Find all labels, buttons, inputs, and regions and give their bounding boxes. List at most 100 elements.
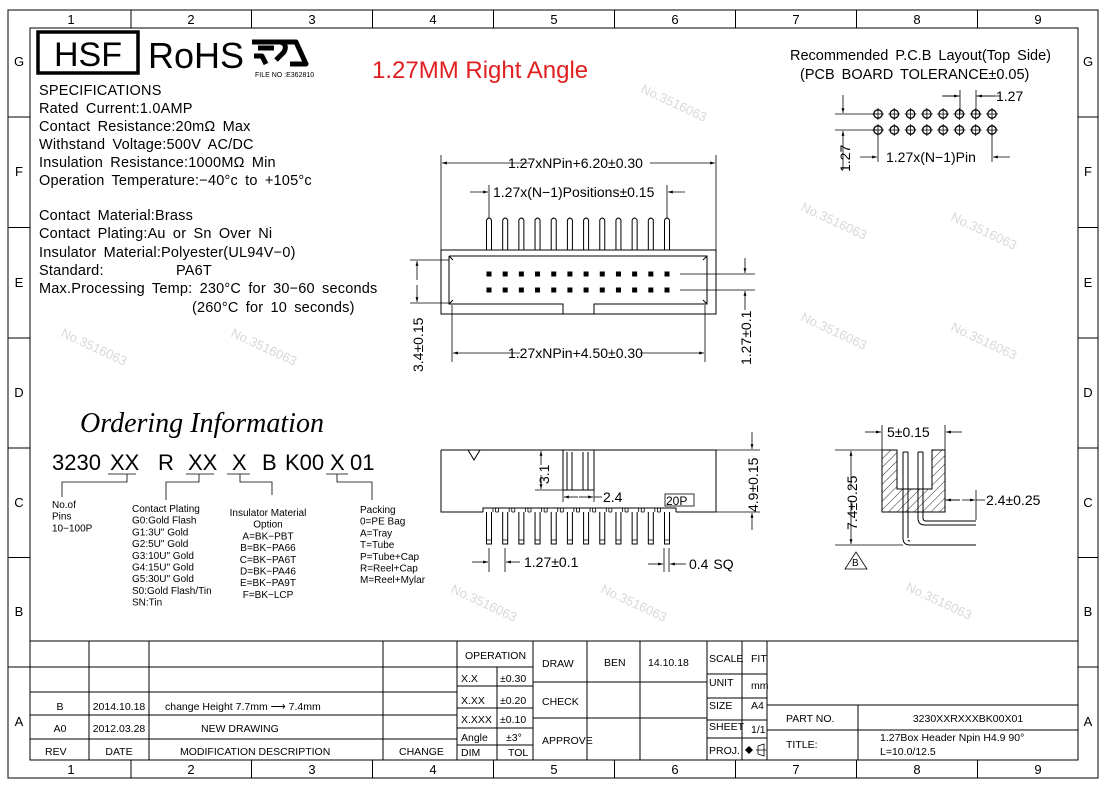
pcb-hole-crosshair [904,108,917,120]
grid-column-label-top: 2 [187,12,194,27]
code-pins: XX [110,450,140,475]
contact-pad [664,287,670,293]
top-pin [550,217,557,250]
grid-column-label-top: 8 [913,12,920,27]
contact-pad [583,287,589,293]
side-pin [647,512,654,545]
pcb-hole-crosshair [920,108,933,120]
unit-label: UNIT [709,677,734,689]
pin-offset-dimension: 2.4±0.25 [986,492,1041,508]
tolerance-value: ±0.10 [500,714,526,726]
revision-triangle-icon [844,551,868,570]
code-suffix: K00 [285,450,324,475]
side-pin [486,512,492,545]
code-end: 01 [350,450,374,475]
spec-line: Contact Material:Brass [39,208,193,224]
size-value: A4 [751,700,764,712]
standoff [622,508,629,513]
pcb-row-pitch-dimension: 1.27 [837,145,853,172]
ordering-option-label: SN:Tin [132,598,162,609]
title-block: B 2014.10.18 change Height 7.7mm ⟶ 7.4mm… [30,640,1078,760]
contact-pad [648,287,654,293]
specifications: SPECIFICATIONS Rated Current:1.0AMP Cont… [39,83,377,316]
window-width-dimension: 2.4 [603,489,623,505]
watermark-text: No.3516063 [904,579,975,623]
watermark-text: No.3516063 [949,319,1020,363]
grid-column-label-top: 9 [1034,12,1041,27]
standoff [524,508,532,513]
check-label: CHECK [542,696,579,708]
top-view: 1.27xNPin+6.20±0.30 1.27x(N−1)Positions±… [410,155,755,372]
proj-label: PROJ. [709,745,740,757]
section-view: 5±0.15 7.4±0.25 2.4±0.25 B [835,424,1041,570]
watermark-text: No.3516063 [449,581,520,625]
grid-row-label-right: D [1083,385,1092,400]
standoff [589,508,597,513]
grid-column-label-bottom: 5 [550,762,557,777]
section-width-dimension: 5±0.15 [887,424,930,440]
pcb-hole-crosshair [920,124,933,136]
height-dimension: 4.9±0.15 [745,457,761,512]
side-view: 3.1 2.4 20P 4.9±0.15 1.27±0.1 0.4 SQ [440,432,761,572]
grid-column-label-top: 1 [67,12,74,27]
code-series: 3230 [52,450,101,475]
tolerance-value: ±0.30 [500,673,526,685]
pin-pitch-dimension: 1.27±0.1 [524,554,579,570]
title-label: TITLE: [786,739,818,751]
top-pin [647,217,654,250]
ordering-option-label: A=Tray [360,528,392,539]
ordering-option-label: G3:10U" Gold [132,551,194,562]
tolerance-dim: X.XXX [461,714,492,726]
pcb-hole-crosshair [888,124,901,136]
standoff-edge [482,507,677,512]
top-pin [486,217,492,250]
header-logos: HSF RoHS FILE NO :E362810 1.27MM Right A… [36,30,588,84]
product-title: 1.27MM Right Angle [372,57,588,84]
grid-column-label-bottom: 9 [1034,762,1041,777]
ordering-option-label: C=BK−PA6T [240,555,297,566]
tolerance-dim: X.X [461,673,478,685]
ordering-option-label: A=BK−PBT [242,531,293,542]
specifications-heading: SPECIFICATIONS [39,83,162,99]
ordering-option-label: D=BK−PA46 [240,567,296,578]
top-pin [615,217,622,250]
tolerance-dim: Angle [461,732,488,744]
pin-count-label: 20P [666,494,687,508]
grid-row-label-right: E [1084,275,1093,290]
revision-rev: B [56,701,63,713]
contact-pad [599,271,605,277]
contact-pad [551,271,557,277]
projection-symbol-icon [745,743,766,757]
spec-line: Operation Temperature:−40°c to +105°c [39,173,312,189]
pcb-hole-crosshair [937,108,950,120]
pcb-hole-crosshair [953,124,966,136]
grid-row-label-right: A [1084,714,1093,729]
ordering-option-label: M=Reel+Mylar [360,575,426,586]
depth-dimension: 3.4±0.15 [410,317,426,372]
size-label: SIZE [709,700,732,712]
pin-size-dimension: 0.4 SQ [689,556,734,572]
side-pin [566,512,573,545]
ordering-option-label: G5:30U" Gold [132,574,194,585]
contact-pad [632,271,638,277]
sheet-label: SHEET [709,721,745,733]
ordering-option-label: S0:Gold Flash/Tin [132,586,212,597]
standoff [508,508,516,513]
pcb-span-dimension: 1.27x(N−1)Pin [886,149,976,165]
ul-logo-icon [252,39,309,67]
change-header: CHANGE [399,746,444,758]
standoff [638,508,645,513]
grid-row-label-left: C [14,495,23,510]
code-plating: XX [188,450,218,475]
grid-column-label-top: 5 [550,12,557,27]
draw-label: DRAW [542,658,574,670]
tolerance-dim: X.XX [461,695,485,707]
side-pin [502,512,509,545]
code-type: R [158,450,174,475]
side-pin [664,512,670,545]
grid-row-label-left: E [15,275,24,290]
contact-pad [486,287,492,293]
contact-pad [615,271,621,277]
pcb-hole-crosshair [904,124,917,136]
